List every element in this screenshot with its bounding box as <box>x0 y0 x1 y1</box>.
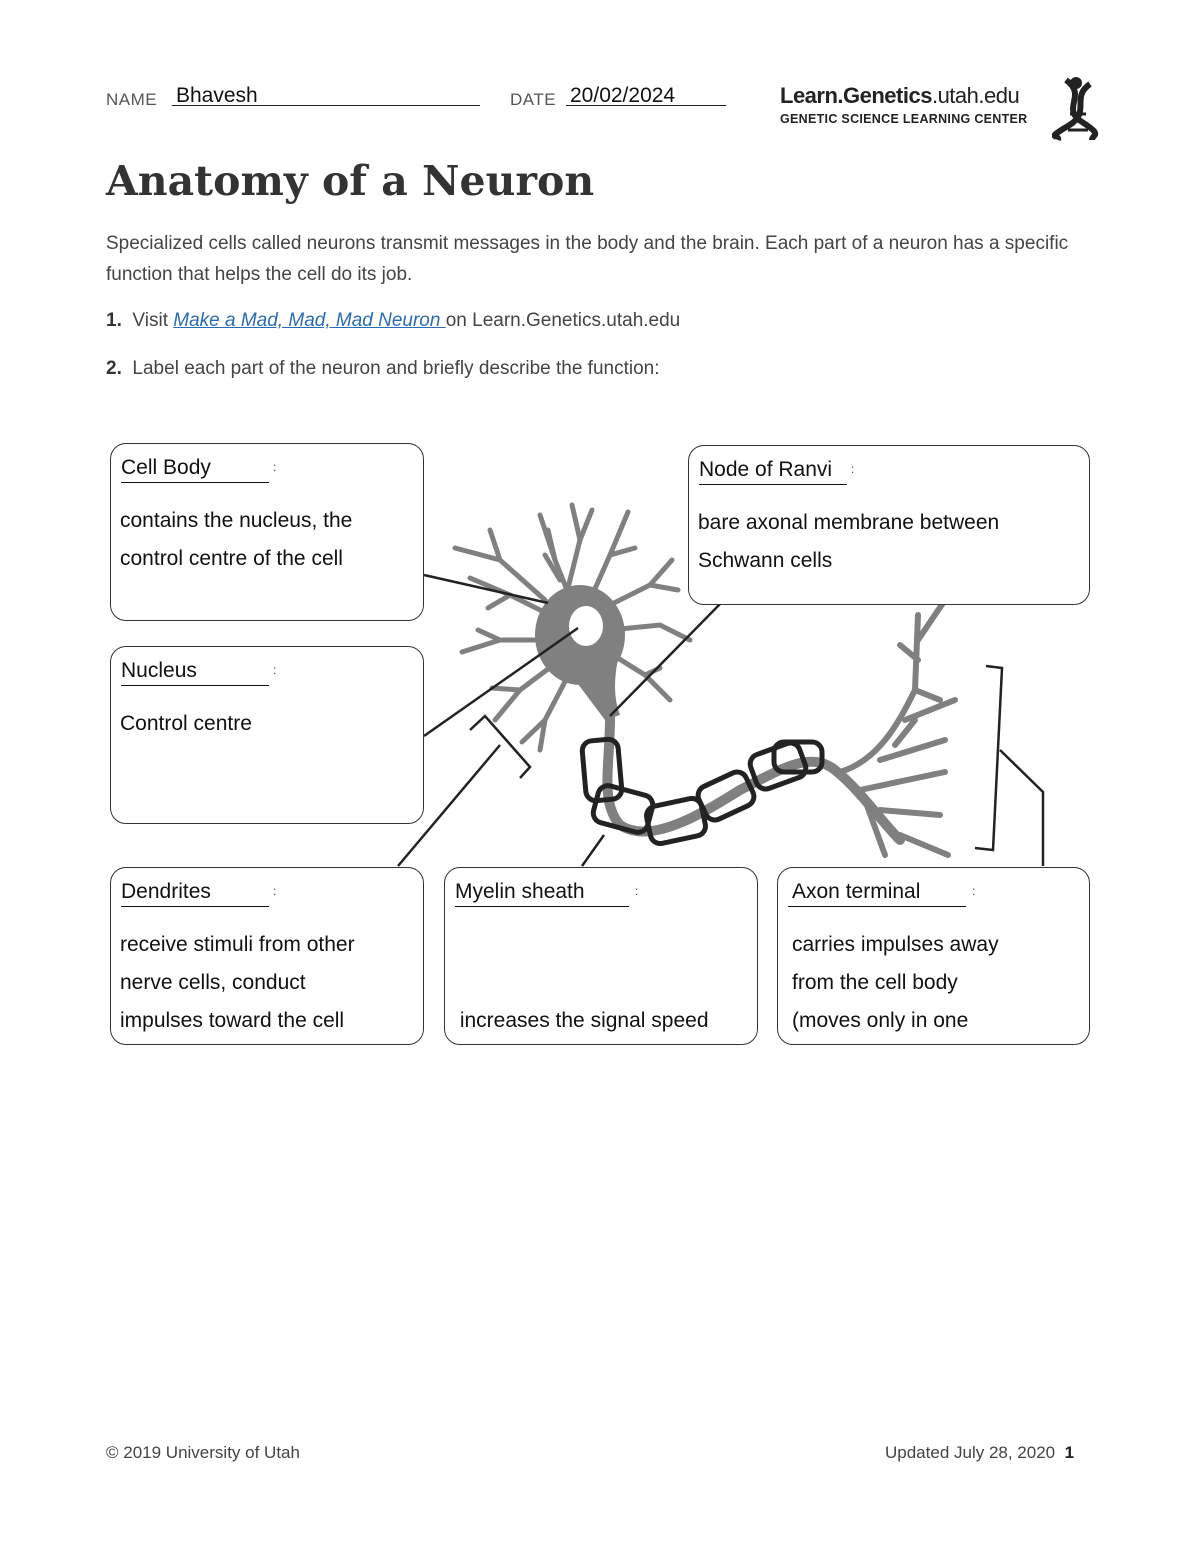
node-of-ranvier-box[interactable]: Node of Ranvi : bare axonal membrane bet… <box>688 445 1090 605</box>
step-1-prefix: Visit <box>132 310 174 331</box>
axon-terminal-desc-line: from the cell body <box>792 971 958 994</box>
myelin-sheath-description[interactable]: increases the signal speed <box>454 926 709 1116</box>
step-2-number: 2. <box>106 358 122 379</box>
nucleus-desc-line: Control centre <box>120 712 252 735</box>
dendrites-desc-line: receive stimuli from other <box>120 933 355 956</box>
footer-updated-text: Updated July 28, 2020 <box>885 1443 1056 1462</box>
dendrites-box[interactable]: Dendrites : receive stimuli from other n… <box>110 867 424 1045</box>
footer-updated: Updated July 28, 2020 1 <box>885 1443 1074 1463</box>
cell-body-description[interactable]: contains the nucleus, the control centre… <box>120 502 352 578</box>
myelin-sheath-desc-line: increases the signal speed <box>454 1009 709 1032</box>
axon-terminal-desc-line: carries impulses away <box>792 933 999 956</box>
node-of-ranvier-label: Node of Ranvi <box>699 458 833 481</box>
axon-terminal-drawing <box>837 597 958 858</box>
logo-brand-bold: Learn.Genetics <box>780 83 932 108</box>
myelin-segments <box>579 736 825 847</box>
name-value[interactable]: Bhavesh <box>176 84 258 107</box>
cell-body-desc-line: contains the nucleus, the <box>120 509 353 532</box>
nucleus-description[interactable]: Control centre <box>120 705 252 743</box>
node-of-ranvier-desc-line: bare axonal membrane between <box>698 511 1000 534</box>
cell-body-desc-line: control centre of the cell <box>120 547 343 570</box>
cell-body-underline <box>121 482 269 483</box>
nucleus-shape <box>569 606 603 646</box>
node-of-ranvier-underline <box>699 484 847 485</box>
step-2-text: Label each part of the neuron and briefl… <box>132 358 660 379</box>
axon-terminal-desc-line: (moves only in one <box>792 1009 969 1032</box>
myelin-sheath-colon: : <box>635 884 639 898</box>
nucleus-label: Nucleus <box>121 659 197 682</box>
step-2: 2. Label each part of the neuron and bri… <box>106 358 660 380</box>
date-underline <box>566 105 726 106</box>
step-1: 1. Visit Make a Mad, Mad, Mad Neuron on … <box>106 310 680 332</box>
axon-terminal-colon: : <box>972 884 976 898</box>
nucleus-box[interactable]: Nucleus : Control centre <box>110 646 424 824</box>
axon-terminal-description[interactable]: carries impulses away from the cell body… <box>792 926 999 1040</box>
intro-paragraph: Specialized cells called neurons transmi… <box>106 233 1069 285</box>
page-number: 1 <box>1064 1443 1075 1462</box>
leader-lines <box>397 573 1045 867</box>
step-1-suffix: on Learn.Genetics.utah.edu <box>445 310 681 331</box>
dendrites-underline <box>121 906 269 907</box>
step-1-number: 1. <box>106 310 122 331</box>
dendrites-desc-line: impulses toward the cell <box>120 1009 345 1032</box>
axon-terminal-box[interactable]: Axon terminal : carries impulses away fr… <box>777 867 1090 1045</box>
footer-copyright: © 2019 University of Utah <box>106 1443 300 1462</box>
nucleus-colon: : <box>273 663 277 677</box>
dna-logo-icon <box>1052 77 1099 142</box>
myelin-sheath-underline <box>455 906 629 907</box>
cell-body-box[interactable]: Cell Body : contains the nucleus, the co… <box>110 443 424 621</box>
node-of-ranvier-desc-line: Schwann cells <box>698 549 833 572</box>
date-label: DATE <box>510 90 557 109</box>
axon-terminal-label: Axon terminal <box>792 880 921 903</box>
dendrites-label: Dendrites <box>121 880 211 903</box>
dendrites-description[interactable]: receive stimuli from other nerve cells, … <box>120 926 355 1040</box>
nucleus-underline <box>121 685 269 686</box>
axon-terminal-underline <box>788 906 966 907</box>
name-label: NAME <box>106 90 158 109</box>
myelin-sheath-label: Myelin sheath <box>455 880 585 903</box>
cell-body-colon: : <box>273 460 277 474</box>
node-of-ranvier-description[interactable]: bare axonal membrane between Schwann cel… <box>698 504 999 580</box>
cell-body-label: Cell Body <box>121 456 211 479</box>
logo-brand-light: .utah.edu <box>931 83 1020 108</box>
page-title: Anatomy of a Neuron <box>106 157 595 205</box>
date-value[interactable]: 20/02/2024 <box>570 84 676 107</box>
neuron-activity-link[interactable]: Make a Mad, Mad, Mad Neuron <box>173 310 446 331</box>
logo-text: Learn.Genetics.utah.edu <box>780 83 1020 109</box>
dendrites-desc-line: nerve cells, conduct <box>120 971 306 994</box>
node-of-ranvier-colon: : <box>851 462 855 476</box>
dendrites-colon: : <box>273 884 277 898</box>
myelin-sheath-box[interactable]: Myelin sheath : increases the signal spe… <box>444 867 758 1045</box>
neuron-diagram <box>397 502 1045 867</box>
name-underline <box>172 105 480 106</box>
logo-subtitle: GENETIC SCIENCE LEARNING CENTER <box>780 112 1028 126</box>
axon-drawing <box>602 695 905 845</box>
